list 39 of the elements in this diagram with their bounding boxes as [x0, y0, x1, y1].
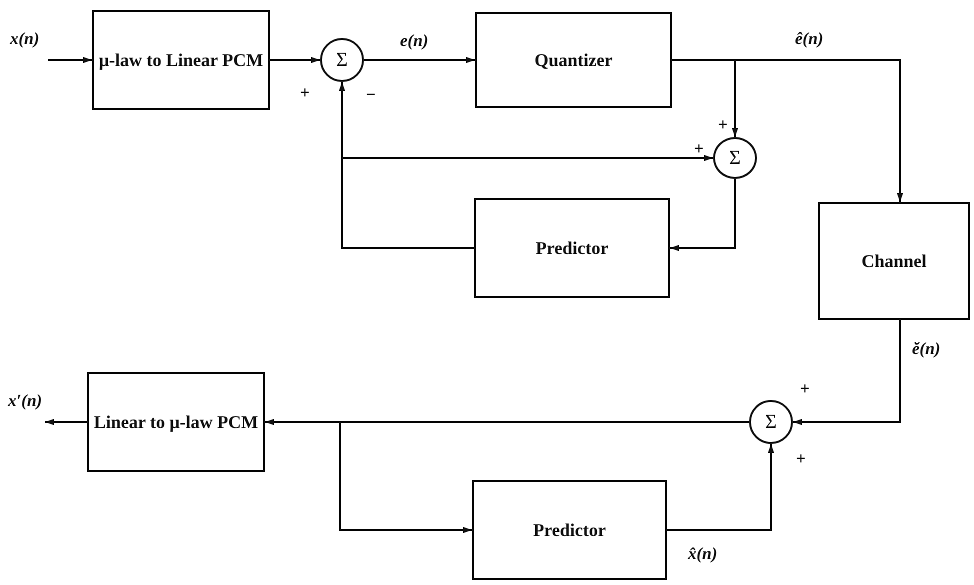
process-box [475, 12, 672, 108]
signal-arrow [45, 418, 87, 426]
block-label: Linear to μ-law PCM [94, 412, 258, 432]
signal-label: ê(n) [795, 30, 824, 47]
summing-junction [320, 38, 364, 82]
sum-symbol: Σ [729, 146, 741, 170]
signal-arrow [670, 179, 736, 252]
process-box [87, 372, 265, 472]
signal-arrow [48, 56, 92, 64]
sum-symbol: Σ [336, 48, 348, 72]
process-box [474, 198, 670, 298]
block-label: Predictor [533, 520, 606, 540]
signal-arrow [667, 444, 774, 531]
signal-label: ĕ(n) [912, 340, 940, 357]
sign-label: + [800, 380, 810, 397]
signal-arrow [364, 56, 475, 64]
sign-label: + [718, 116, 728, 133]
signal-arrow [341, 154, 713, 249]
signal-label: x(n) [10, 30, 40, 47]
signal-label: x′(n) [8, 392, 42, 409]
sign-label: + [694, 140, 704, 157]
block-label: Predictor [536, 238, 608, 258]
signal-arrow [672, 59, 738, 137]
block-label: Channel [861, 250, 927, 272]
sum-symbol: Σ [765, 410, 777, 434]
signal-label: e(n) [400, 32, 428, 49]
signal-arrow [270, 56, 320, 64]
block-label: Quantizer [534, 50, 612, 70]
summing-junction [749, 400, 793, 444]
sign-label: + [796, 450, 806, 467]
sign-label: − [366, 86, 376, 103]
summing-junction [713, 137, 757, 179]
process-box [472, 480, 667, 580]
block-label: μ-law to Linear PCM [98, 50, 264, 70]
signal-arrow [793, 320, 901, 426]
process-box [818, 202, 970, 320]
signal-label: x̂(n) [688, 545, 718, 562]
sign-label: + [300, 84, 310, 101]
process-box [92, 10, 270, 110]
